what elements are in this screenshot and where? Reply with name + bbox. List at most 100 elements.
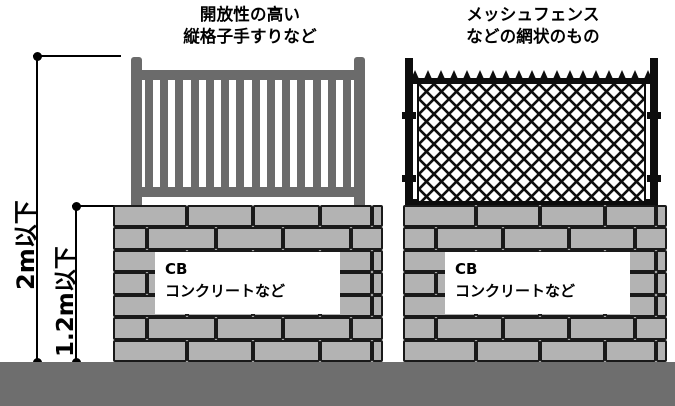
mesh-fence-band-right-0 [647, 111, 661, 119]
mesh-fence-barb [631, 70, 640, 79]
concrete-block [215, 317, 284, 340]
mesh-fence-barb [553, 70, 562, 79]
mesh-fence-barb [592, 70, 601, 79]
ground-band [0, 362, 675, 406]
dimension-wall-vertical-line [75, 206, 78, 363]
concrete-block [656, 294, 667, 318]
concrete-block [656, 272, 667, 295]
concrete-block [475, 339, 541, 362]
concrete-block [503, 227, 570, 250]
concrete-block [215, 227, 284, 250]
mesh-fence-barb [579, 70, 588, 79]
concrete-block [113, 317, 147, 340]
mesh-fence-barb [411, 70, 419, 79]
concrete-block [436, 317, 504, 340]
mesh-fence-barb [527, 70, 536, 79]
concrete-block [372, 339, 383, 362]
mesh-fence-barb [644, 70, 652, 79]
mesh-fence [402, 58, 661, 207]
mesh-fence-barb [462, 70, 471, 79]
mesh-fence-band-left-0 [402, 111, 416, 119]
concrete-block [635, 227, 667, 250]
mesh-fence-barb [488, 70, 497, 79]
railing-slat [175, 80, 184, 187]
mesh-fence-band-left-1 [402, 174, 416, 182]
concrete-block [372, 294, 383, 318]
mesh-fence-bottom-rail [411, 199, 652, 205]
concrete-block [656, 205, 667, 228]
concrete-block [113, 339, 188, 362]
railing-slat [236, 80, 245, 187]
railing-slat [312, 80, 321, 187]
concrete-block [146, 227, 216, 250]
concrete-block [475, 205, 541, 228]
concrete-block [503, 317, 570, 340]
mesh-fence-barb [566, 70, 575, 79]
concrete-block [569, 227, 636, 250]
mesh-fence-band-right-1 [647, 174, 661, 182]
railing-slat [145, 80, 153, 187]
concrete-block [350, 317, 383, 340]
concrete-block [187, 205, 254, 228]
dimension-total-vertical-line [36, 56, 39, 363]
block-wall-left-label: CB コンクリートなど [155, 252, 340, 314]
concrete-block [635, 317, 667, 340]
railing-bottom-rail [141, 187, 355, 197]
concrete-block [540, 339, 605, 362]
concrete-block [113, 272, 147, 295]
concrete-block [253, 339, 320, 362]
mesh-fence-barb [501, 70, 510, 79]
concrete-block [350, 227, 383, 250]
mesh-fence-barb [475, 70, 484, 79]
concrete-block [656, 339, 667, 362]
concrete-block [372, 205, 383, 228]
concrete-block [403, 272, 436, 295]
concrete-block [319, 205, 373, 228]
dimension-total-top-tick [33, 55, 121, 58]
mesh-fence-barb [540, 70, 549, 79]
concrete-block [372, 272, 383, 295]
mesh-fence-barb [423, 70, 432, 79]
dimension-wall-label: 1.2m以下 [53, 246, 79, 357]
concrete-block [656, 249, 667, 273]
concrete-block [436, 227, 504, 250]
caption-right-mesh-fence: メッシュフェンス などの網状のもの [466, 5, 600, 46]
railing-vertical-slat [131, 57, 365, 207]
mesh-fence-barb [514, 70, 523, 79]
concrete-block [146, 317, 216, 340]
mesh-fence-barb [436, 70, 445, 79]
mesh-fence-post-right [650, 58, 658, 207]
railing-slat [282, 80, 291, 187]
railing-slat [327, 80, 336, 187]
railing-slat [297, 80, 306, 187]
concrete-block [540, 205, 605, 228]
concrete-block [113, 205, 188, 228]
concrete-block [283, 317, 351, 340]
mesh-fence-tension-bar-right [642, 78, 646, 205]
concrete-block [187, 339, 254, 362]
railing-slat [343, 80, 351, 187]
mesh-fence-chainlink-field [419, 84, 644, 201]
railing-slat [251, 80, 260, 187]
mesh-fence-top-rail [411, 78, 652, 84]
concrete-block [372, 249, 383, 273]
railing-post-left [131, 57, 142, 207]
railing-slat [160, 80, 169, 187]
railing-slat [205, 80, 214, 187]
concrete-block [569, 317, 636, 340]
concrete-block [403, 205, 476, 228]
railing-top-rail [141, 70, 355, 80]
railing-slat [221, 80, 230, 187]
railing-post-right [354, 57, 365, 207]
concrete-block [403, 227, 436, 250]
concrete-block [604, 205, 657, 228]
mesh-fence-barb [618, 70, 627, 79]
block-wall-right-label: CB コンクリートなど [445, 252, 630, 314]
mesh-fence-barb [449, 70, 458, 79]
concrete-block [604, 339, 657, 362]
mesh-fence-tension-bar-left [417, 78, 421, 205]
caption-left-railing: 開放性の高い 縦格子手すりなど [183, 5, 317, 46]
concrete-block [403, 317, 436, 340]
concrete-block [403, 339, 476, 362]
